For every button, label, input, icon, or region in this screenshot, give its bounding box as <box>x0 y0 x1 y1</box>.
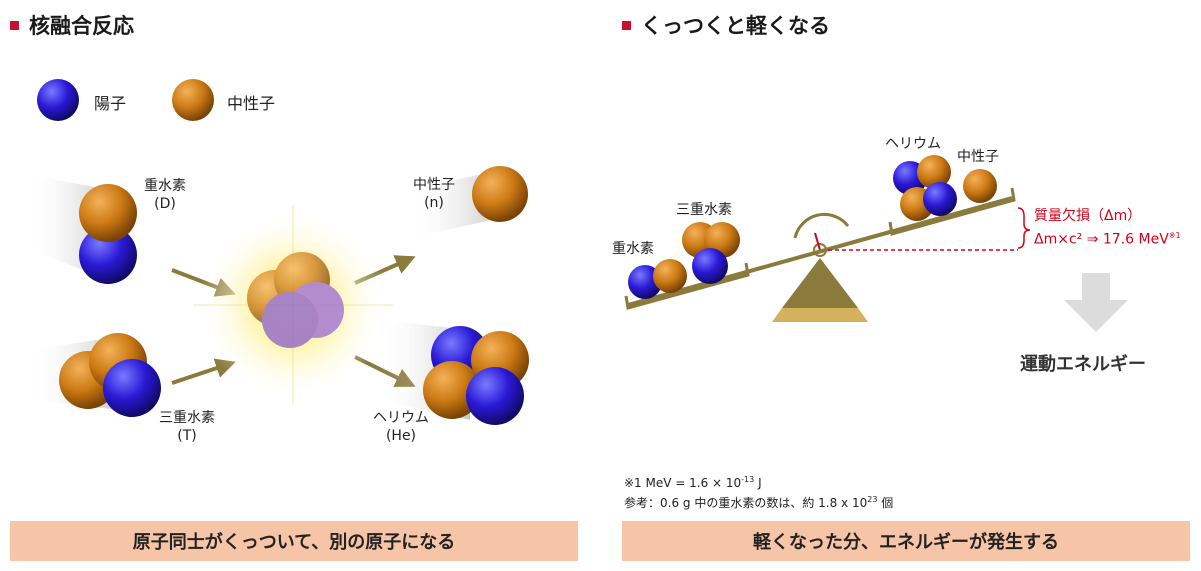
scale-pan-right <box>888 187 1016 236</box>
helium-neutron-2 <box>423 361 481 419</box>
deuterium-name: 重水素 <box>144 178 186 194</box>
helium-out-name: ヘリウム <box>373 410 429 426</box>
energy-equation-note: ※1 <box>1168 231 1181 240</box>
energy-equation-text: Δm×c² ⇒ 17.6 MeV <box>1034 231 1169 248</box>
legend-proton-label: 陽子 <box>94 94 127 113</box>
scale-beam <box>627 196 1013 307</box>
scale-neutron-label: 中性子 <box>957 149 999 165</box>
note-deuterium-count: 参考：0.6 g 中の重水素の数は、約 1.8 x 1023 個 <box>624 490 893 513</box>
scale-helium-neutron-1 <box>917 155 951 189</box>
helium-out-symbol: (He) <box>385 428 417 444</box>
kinetic-energy-label: 運動エネルギー <box>1020 354 1146 375</box>
heading-lighter: くっつくと軽くなる <box>622 10 830 40</box>
helium-out-label: ヘリウム (He) <box>366 409 436 445</box>
scale-helium-proton-2 <box>923 182 957 216</box>
fusion-core <box>247 252 344 348</box>
down-arrow <box>1064 273 1128 332</box>
mass-defect-bracket <box>1017 207 1031 249</box>
tritium-symbol: (T) <box>177 428 197 444</box>
scale-tritium-label: 三重水素 <box>676 202 732 218</box>
note-mev-unit: J <box>754 476 762 490</box>
note-mev-text: ※1 MeV = 1.6 × 10 <box>624 476 742 490</box>
mass-defect-label: 質量欠損（Δm） <box>1034 208 1142 224</box>
legend-proton-sphere <box>37 79 79 121</box>
heading-fusion-text: 核融合反応 <box>29 14 134 38</box>
banner-energy: 軽くなった分、エネルギーが発生する <box>622 521 1190 561</box>
neutron-out-label: 中性子 (n) <box>404 176 464 212</box>
legend-neutron-sphere <box>172 79 214 121</box>
note-count-suffix: 個 <box>877 496 894 510</box>
heading-marker <box>10 20 19 30</box>
deuterium-neutron <box>79 184 137 242</box>
note-count-text: 参考：0.6 g 中の重水素の数は、約 1.8 x 10 <box>624 496 868 510</box>
scale-tritium-proton <box>692 248 728 284</box>
note-mev-exp: -13 <box>741 475 755 484</box>
energy-equation: Δm×c² ⇒ 17.6 MeV※1 <box>1034 227 1181 249</box>
heading-fusion: 核融合反応 <box>10 10 134 40</box>
scale-deuterium-label: 重水素 <box>612 241 654 257</box>
neutron-out-sphere <box>472 166 528 222</box>
note-mev: ※1 MeV = 1.6 × 10-13 J <box>624 470 762 493</box>
scale-neutron <box>963 169 997 203</box>
legend-neutron-label: 中性子 <box>227 94 276 113</box>
scale-base <box>772 308 868 322</box>
tritium-proton <box>103 359 161 417</box>
deuterium-proton <box>79 226 137 284</box>
neutron-out-symbol: (n) <box>424 195 444 211</box>
tritium-label: 三重水素 (T) <box>152 409 222 445</box>
scale-gauge <box>793 212 850 239</box>
scale-deuterium-neutron <box>653 259 687 293</box>
scale-fulcrum <box>782 258 858 308</box>
scale-pan-left <box>624 262 750 310</box>
scale-needle <box>814 232 821 251</box>
heading-lighter-text: くっつくと軽くなる <box>641 14 830 38</box>
helium-proton-2 <box>466 367 524 425</box>
neutron-out-name: 中性子 <box>413 177 455 193</box>
deuterium-symbol: (D) <box>154 196 176 212</box>
scale-helium-label: ヘリウム <box>885 136 941 152</box>
tritium-name: 三重水素 <box>159 410 215 426</box>
deuterium-label: 重水素 (D) <box>140 177 190 213</box>
banner-fusion: 原子同士がくっついて、別の原子になる <box>10 521 578 561</box>
heading-marker <box>622 20 631 30</box>
note-count-exp: 23 <box>867 495 878 504</box>
